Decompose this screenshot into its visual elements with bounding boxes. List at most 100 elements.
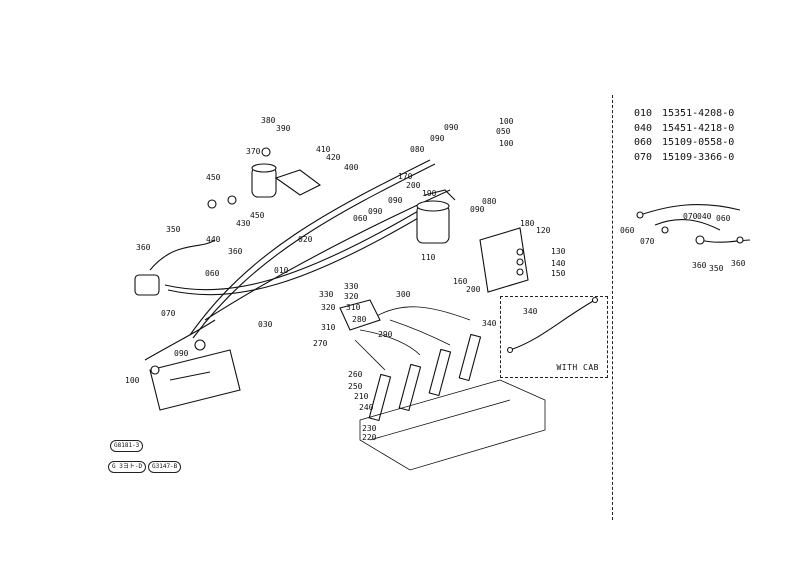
callout-200: 200 [406,181,421,190]
parts-list-row: 010 15351-4208-0 [634,108,734,123]
stamp-3: G3147-B [148,461,182,473]
callout-330-b: 330 [319,290,334,299]
callout-090-b: 090 [430,134,445,143]
callout-330-a: 330 [344,282,359,291]
callout-350: 350 [166,225,181,234]
right-callout-350: 350 [709,264,724,273]
with-cab-caption: WITH CAB [556,363,599,372]
callout-090-f: 090 [368,207,383,216]
part-ref: 010 [634,108,653,119]
part-number: 15351-4208-0 [662,108,735,119]
callout-100-b: 100 [499,117,514,126]
callout-090-c: 090 [444,123,459,132]
leak-off-block [339,299,381,331]
part-number: 15109-3366-0 [662,151,735,163]
pipe-020 [189,159,431,336]
callout-190: 190 [422,189,437,198]
callout-170: 170 [398,172,413,181]
pipe-010-b [167,213,426,296]
parts-list-row: 070 15109-3366-0 [634,152,734,167]
right-callout-070-a: 070 [683,212,698,221]
part-ref: 040 [634,122,653,134]
callout-360-b: 360 [228,247,243,256]
pipe-100 [144,319,216,361]
callout-090-d: 090 [388,196,403,205]
callout-420: 420 [326,153,341,162]
callout-320-b: 320 [321,303,336,312]
callout-270: 270 [313,339,328,348]
callout-240: 240 [359,403,374,412]
callout-410: 410 [316,145,331,154]
right-callout-360-b: 360 [731,259,746,268]
callout-220: 220 [362,433,377,442]
callout-070-a: 070 [161,309,176,318]
callout-260: 260 [348,370,363,379]
inset-pipe [506,296,599,354]
callout-100-c: 100 [499,139,514,148]
right-detail [636,204,751,245]
callout-120: 120 [536,226,551,235]
callout-090-e: 090 [470,205,485,214]
stamp-2: G 3ヨト-D [108,461,147,473]
water-separator [416,189,456,244]
with-cab-inset: 340 WITH CAB [500,296,608,378]
callout-020: 020 [298,235,313,244]
part-ref: 060 [634,137,653,148]
callout-390: 390 [276,124,291,133]
fuel-pipes [144,159,471,371]
cylinder-head [359,379,546,471]
callout-060-a: 060 [205,269,220,278]
callout-310-a: 310 [346,303,361,312]
callout-310-b: 310 [321,323,336,332]
pipe-030 [204,189,451,321]
pipe-310 [359,329,421,356]
part-ref: 070 [634,151,653,163]
callout-labels: 380 390 370 410 420 400 450 450 430 350 … [125,116,746,442]
callout-090-a: 090 [174,349,189,358]
callout-430: 430 [236,219,251,228]
callout-160: 160 [453,277,468,286]
callout-320-a: 320 [344,292,359,301]
callout-030: 030 [258,320,273,329]
pipe-350 [149,239,216,271]
right-callout-360-a: 360 [692,261,707,270]
callout-010: 010 [274,266,289,275]
callout-230: 230 [362,424,377,433]
callout-250: 250 [348,382,363,391]
callout-450-a: 450 [206,173,221,182]
fuel-filter [207,147,322,209]
callout-290: 290 [378,330,393,339]
callout-130: 130 [551,247,566,256]
callout-370: 370 [246,147,261,156]
callout-180: 180 [520,219,535,228]
pipe-300 [369,306,471,321]
parts-list-row: 060 15109-0558-0 [634,137,734,152]
pipe-300-b [389,319,451,346]
callout-440: 440 [206,235,221,244]
stamp-1: G8181-3 [110,440,144,452]
right-callout-070-b: 070 [640,237,655,246]
part-number: 15451-4218-0 [662,122,735,134]
inset-label: 340 [523,307,538,316]
pipe-020-b [192,163,436,339]
right-callout-060: 060 [620,226,635,235]
right-callout-040: 040 [697,212,712,221]
callout-450-b: 450 [250,211,265,220]
part-number: 15109-0558-0 [662,137,735,148]
callout-140: 140 [551,259,566,268]
callout-300: 300 [396,290,411,299]
pipe-290 [354,339,386,371]
parts-list-row: 040 15451-4218-0 [634,123,734,138]
callout-400: 400 [344,163,359,172]
callout-360-a: 360 [136,243,151,252]
injectors [368,333,482,422]
callout-080-b: 080 [482,197,497,206]
callout-280: 280 [352,315,367,324]
callout-200-b: 200 [466,285,481,294]
right-callout-060-b: 060 [716,214,731,223]
callout-100-a: 100 [125,376,140,385]
injection-pump [134,274,241,411]
parts-list: 010 15351-4208-0 040 15451-4218-0 060 15109… [634,108,734,166]
column-divider [612,95,613,520]
